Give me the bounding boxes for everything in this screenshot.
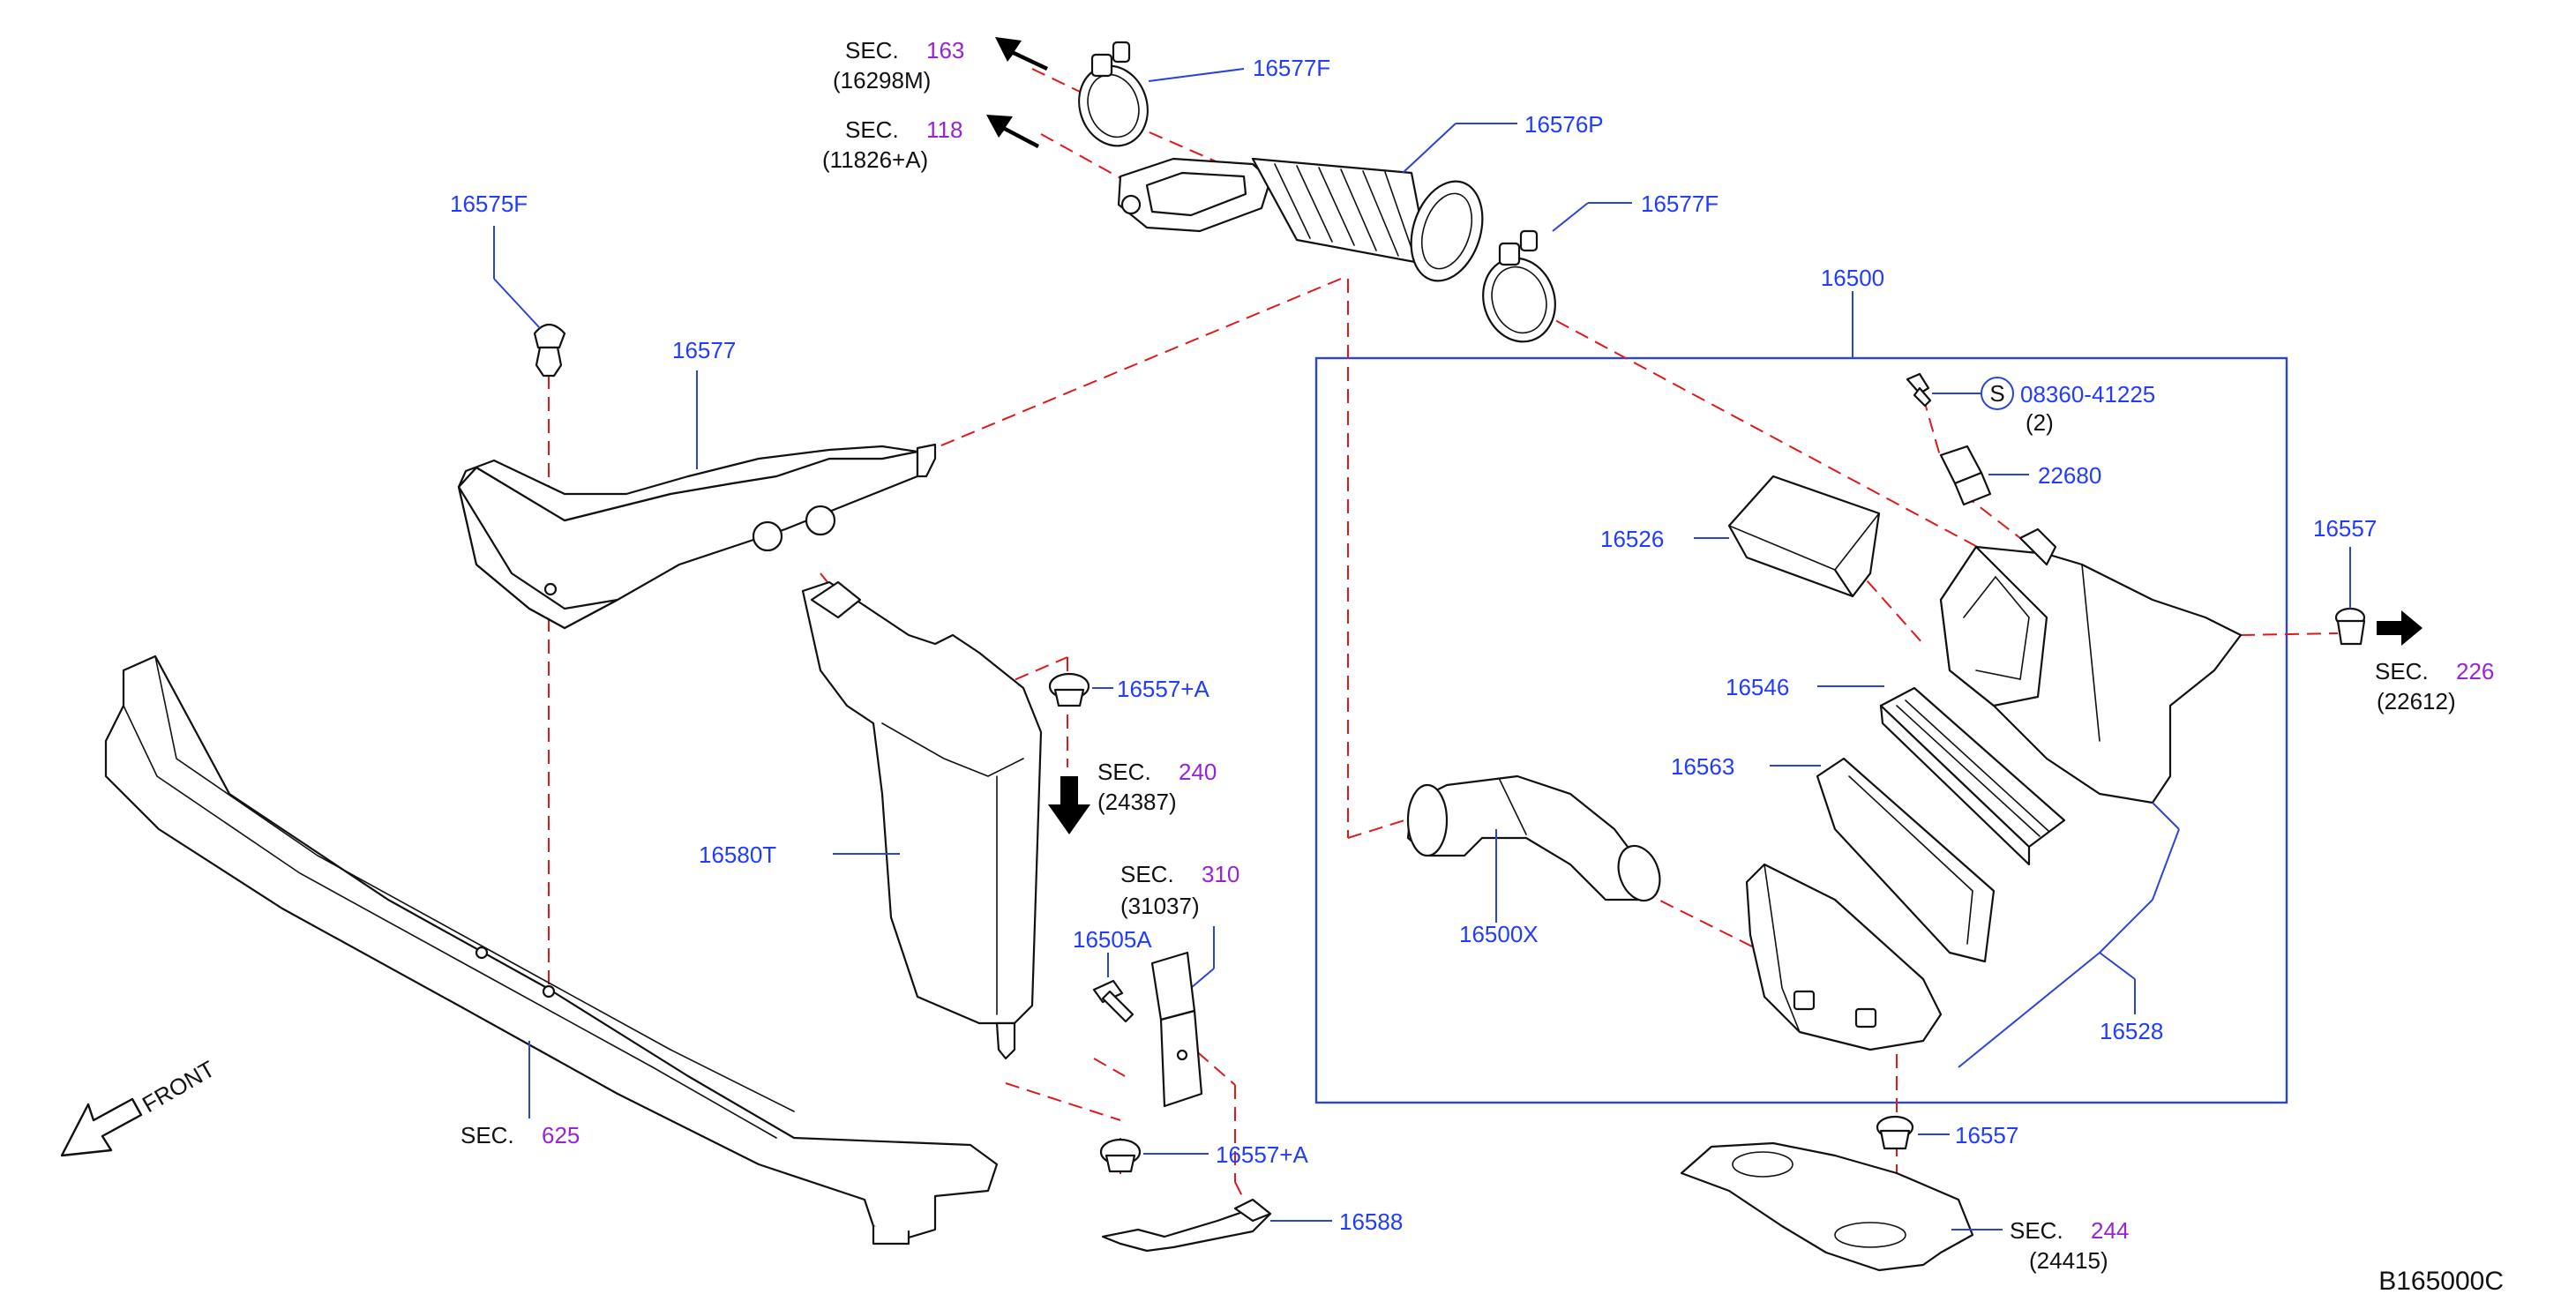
screw-symbol: S — [1989, 380, 2004, 407]
screw-08360 — [1906, 372, 1932, 408]
air-duct-16577 — [457, 443, 937, 630]
part-16577F-right: 16577F — [1641, 191, 1719, 217]
sec-226-label: SEC. — [2375, 658, 2429, 684]
part-16528: 16528 — [2100, 1018, 2163, 1044]
sec-310-code: (31037) — [1120, 893, 1200, 919]
sec-240-number: 240 — [1179, 759, 1217, 785]
sec-244-label: SEC. — [2010, 1217, 2063, 1244]
grommet-16557-bottom — [1876, 1115, 1914, 1150]
inlet-duct-16500X — [1406, 774, 1661, 902]
sec-240-arrow — [1048, 776, 1090, 834]
part-16577F-top: 16577F — [1253, 55, 1330, 81]
sensor-22680 — [1939, 445, 1992, 506]
part-08360-41225: 08360-41225 — [2020, 381, 2155, 408]
clip-16575F — [533, 323, 566, 378]
part-16505A: 16505A — [1073, 926, 1152, 953]
part-16575F: 16575F — [450, 191, 528, 217]
part-16557A-top: 16557+A — [1117, 676, 1209, 702]
filter-frame-16563 — [1816, 757, 1996, 963]
sec-118-number: 118 — [926, 116, 962, 143]
sec-310-number: 310 — [1202, 861, 1239, 887]
front-label: FRONT — [138, 1055, 220, 1118]
grommet-16557A-bottom — [1099, 1138, 1142, 1173]
part-16576P: 16576P — [1524, 111, 1604, 138]
resonator-16580T — [801, 580, 1043, 1060]
assembly-frame — [1314, 356, 2288, 1104]
cover-16526 — [1727, 475, 1881, 598]
part-22680: 22680 — [2038, 462, 2101, 489]
grommet-16557A-top — [1048, 672, 1090, 707]
sec-118-arrow — [986, 115, 1039, 148]
sec-240-label: SEC. — [1097, 759, 1151, 785]
part-16577: 16577 — [672, 337, 736, 363]
part-16526: 16526 — [1600, 526, 1664, 552]
sec-244-code: (24415) — [2029, 1247, 2108, 1274]
sec-244-number: 244 — [2091, 1217, 2129, 1244]
hose-clamp-16577F-right — [1482, 229, 1556, 343]
hose-clamp-16577F-top — [1078, 41, 1149, 147]
part-08360-qty: (2) — [2026, 409, 2054, 436]
dashed-connections — [548, 68, 2339, 1217]
sec-163-label: SEC. — [845, 37, 899, 64]
assembly-label: 16500 — [1821, 265, 1884, 291]
grommet-16557-right — [2334, 607, 2366, 646]
air-duct-hose-16576P — [1117, 157, 1484, 282]
bracket-16588 — [1101, 1198, 1272, 1253]
sec-163-arrow — [995, 37, 1048, 71]
filter-element-16546 — [1879, 686, 2066, 866]
part-16557-right: 16557 — [2313, 515, 2377, 542]
part-16500X: 16500X — [1459, 921, 1539, 947]
sec-625-number: 625 — [542, 1122, 580, 1148]
part-16557-bottom: 16557 — [1955, 1122, 2018, 1148]
sec-240-code: (24387) — [1097, 789, 1177, 815]
core-support-sec625 — [104, 654, 999, 1245]
sec-625-label: SEC. — [461, 1122, 514, 1148]
sec-310-label: SEC. — [1120, 861, 1174, 887]
front-arrow — [60, 1097, 143, 1157]
sec-163-number: 163 — [926, 37, 964, 64]
sec-118-label: SEC. — [845, 116, 899, 143]
air-cleaner-lower-case-16528 — [1745, 863, 1943, 1051]
sec-226-number: 226 — [2456, 658, 2494, 684]
part-16588: 16588 — [1339, 1208, 1403, 1235]
mount-bracket-sec244 — [1680, 1141, 1974, 1272]
sensor-bracket-16505A — [1092, 951, 1203, 1108]
sec-226-code: (22612) — [2377, 688, 2456, 714]
sec-118-code: (11826+A) — [822, 146, 928, 173]
part-16580T: 16580T — [699, 842, 776, 868]
sec-163-code: (16298M) — [833, 67, 931, 94]
part-16546: 16546 — [1726, 674, 1789, 700]
sec-226-arrow — [2377, 610, 2422, 646]
air-cleaner-upper-case — [1939, 527, 2243, 804]
part-16557A-bottom: 16557+A — [1216, 1141, 1308, 1168]
diagram-id: B165000C — [2378, 1267, 2504, 1296]
part-16563: 16563 — [1671, 753, 1734, 780]
